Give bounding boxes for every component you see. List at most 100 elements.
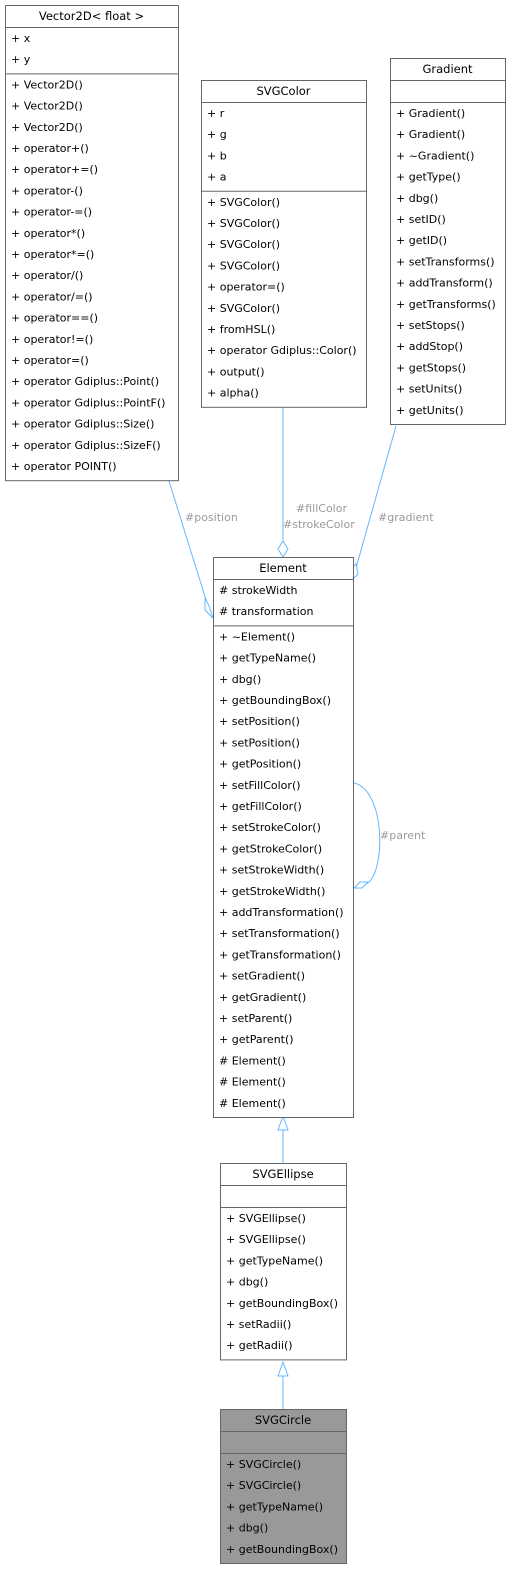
class-element-method: + getBoundingBox() bbox=[219, 694, 331, 707]
edge-position bbox=[167, 477, 208, 604]
class-vector2d-method: + operator/() bbox=[11, 269, 83, 282]
class-vector2d-method: + operator+=() bbox=[11, 163, 98, 176]
class-svgcolor-attribute: + b bbox=[207, 149, 227, 162]
class-element-method: # Element() bbox=[219, 1097, 286, 1110]
class-vector2d-method: + operator Gdiplus::Size() bbox=[11, 418, 154, 431]
class-element-method: + setFillColor() bbox=[219, 779, 301, 792]
class-svgcircle-method: + getTypeName() bbox=[226, 1500, 323, 1513]
class-vector2d-attribute: + y bbox=[11, 53, 31, 66]
class-element-method: + getStrokeWidth() bbox=[219, 885, 325, 898]
edge-label-fillcolor: #fillColor bbox=[296, 502, 347, 515]
class-element-attribute: # transformation bbox=[219, 605, 313, 618]
class-svgcircle-method: + dbg() bbox=[226, 1522, 268, 1535]
class-element-method: # Element() bbox=[219, 1054, 286, 1067]
edge-gradient bbox=[355, 425, 397, 569]
class-vector2d-method: + operator/=() bbox=[11, 290, 93, 303]
class-gradient-method: + Gradient() bbox=[396, 128, 465, 141]
class-svgellipse-title: SVGEllipse bbox=[252, 1167, 313, 1181]
edge-inherit-circle-arrow bbox=[277, 1360, 289, 1377]
class-element-method: + setTransformation() bbox=[219, 927, 340, 940]
class-svgcolor-attribute: + g bbox=[207, 128, 227, 141]
class-vector2d[interactable]: Vector2D< float > + x + y + Vector2D() + Vec… bbox=[5, 5, 179, 482]
class-svgellipse-frame bbox=[220, 1163, 347, 1361]
class-vector2d-method: + operator=() bbox=[11, 354, 89, 367]
class-gradient-method: + getType() bbox=[396, 171, 461, 184]
class-element[interactable]: Element # strokeWidth # transformation + ~E… bbox=[213, 557, 354, 1118]
class-svgcolor-method: + operator=() bbox=[207, 281, 285, 294]
class-svgellipse-method: + SVGEllipse() bbox=[226, 1233, 306, 1246]
class-svgcolor-attribute: + a bbox=[207, 171, 226, 184]
class-gradient[interactable]: Gradient+ Gradient()+ Gradient()+ ~Gradi… bbox=[390, 58, 506, 425]
class-vector2d-method: + operator+() bbox=[11, 142, 89, 155]
class-element-method: + setGradient() bbox=[219, 970, 305, 983]
class-svgcolor-frame bbox=[201, 80, 367, 408]
class-vector2d-attribute: + x bbox=[11, 32, 31, 45]
edge-label-strokecolor: #strokeColor bbox=[283, 518, 355, 531]
class-gradient-method: + addTransform() bbox=[396, 277, 493, 290]
class-element-method: + getStrokeColor() bbox=[219, 842, 322, 855]
class-gradient-method: + setTransforms() bbox=[396, 255, 495, 268]
class-vector2d-title: Vector2D< float > bbox=[39, 9, 144, 23]
class-element-method: + setStrokeWidth() bbox=[219, 864, 324, 877]
class-svgcircle-method: + SVGCircle() bbox=[226, 1458, 301, 1471]
class-element-title: Element bbox=[259, 561, 307, 575]
class-element-method: + setParent() bbox=[219, 1012, 292, 1025]
class-element-method: + ~Element() bbox=[219, 630, 295, 643]
class-svgcolor-method: + SVGColor() bbox=[207, 259, 280, 272]
class-svgellipse-method: + getBoundingBox() bbox=[226, 1297, 338, 1310]
class-svgcircle-method: + getBoundingBox() bbox=[226, 1543, 338, 1556]
class-svgcircle-title: SVGCircle bbox=[255, 1413, 311, 1427]
class-gradient-method: + addStop() bbox=[396, 340, 463, 353]
edge-parent bbox=[353, 782, 381, 885]
class-svgellipse-method: + dbg() bbox=[226, 1276, 268, 1289]
class-gradient-frame bbox=[390, 58, 506, 425]
edge-label-parent: #parent bbox=[380, 829, 426, 842]
class-gradient-method: + getUnits() bbox=[396, 404, 463, 417]
class-svgcolor-method: + operator Gdiplus::Color() bbox=[207, 344, 357, 357]
class-svgcolor-method: + SVGColor() bbox=[207, 217, 280, 230]
class-element-method: + getTransformation() bbox=[219, 948, 341, 961]
class-svgellipse[interactable]: SVGEllipse + SVGEllipse() + SVGEllipse() + … bbox=[220, 1163, 347, 1361]
class-vector2d-method: + Vector2D() bbox=[11, 78, 83, 91]
class-svgcolor[interactable]: SVGColor+ r+ g+ b+ a+ SVGColor()+ SVGCol… bbox=[201, 80, 367, 408]
class-element-method: + getGradient() bbox=[219, 991, 306, 1004]
class-vector2d-method: + operator-=() bbox=[11, 206, 92, 219]
class-element-method: + addTransformation() bbox=[219, 906, 344, 919]
class-gradient-method: + ~Gradient() bbox=[396, 149, 474, 162]
class-vector2d-frame bbox=[5, 5, 179, 482]
class-vector2d-method: + operator!=() bbox=[11, 333, 93, 346]
class-svgcolor-method: + output() bbox=[207, 365, 265, 378]
class-element-method: + getParent() bbox=[219, 1033, 294, 1046]
class-boxes: Vector2D< float > + x + y + Vector2D() + Vec… bbox=[5, 5, 506, 1564]
class-vector2d-method: + operator POINT() bbox=[11, 460, 117, 473]
class-svgcolor-method: + fromHSL() bbox=[207, 323, 275, 336]
edge-fillcolor-diamond bbox=[277, 540, 289, 558]
class-vector2d-method: + operator==() bbox=[11, 312, 98, 325]
class-svgcolor-method: + alpha() bbox=[207, 387, 259, 400]
class-element-method: + getFillColor() bbox=[219, 800, 302, 813]
class-gradient-method: + setID() bbox=[396, 213, 446, 226]
class-gradient-method: + setUnits() bbox=[396, 383, 462, 396]
class-gradient-method: + getTransforms() bbox=[396, 298, 496, 311]
class-vector2d-method: + operator Gdiplus::PointF() bbox=[11, 396, 165, 409]
edge-inherit-ellipse-arrow bbox=[277, 1114, 289, 1131]
class-gradient-method: + dbg() bbox=[396, 192, 438, 205]
edge-label-gradient: #gradient bbox=[378, 511, 434, 524]
edge-position-diamond bbox=[204, 597, 214, 619]
class-svgcircle[interactable]: SVGCircle+ SVGCircle()+ SVGCircle()+ get… bbox=[220, 1409, 347, 1564]
class-svgellipse-method: + setRadii() bbox=[226, 1318, 291, 1331]
class-gradient-method: + setStops() bbox=[396, 319, 465, 332]
class-svgellipse-method: + getRadii() bbox=[226, 1339, 293, 1352]
class-element-attribute: # strokeWidth bbox=[219, 584, 298, 597]
class-element-method: + setPosition() bbox=[219, 736, 300, 749]
class-vector2d-method: + operator*=() bbox=[11, 248, 94, 261]
class-svgcolor-method: + SVGColor() bbox=[207, 302, 280, 315]
class-vector2d-method: + Vector2D() bbox=[11, 100, 83, 113]
class-svgcolor-method: + SVGColor() bbox=[207, 238, 280, 251]
class-gradient-method: + getStops() bbox=[396, 361, 466, 374]
class-svgcolor-attribute: + r bbox=[207, 107, 225, 120]
class-svgellipse-method: + SVGEllipse() bbox=[226, 1212, 306, 1225]
class-element-frame bbox=[213, 557, 354, 1118]
class-vector2d-method: + operator Gdiplus::SizeF() bbox=[11, 439, 161, 452]
